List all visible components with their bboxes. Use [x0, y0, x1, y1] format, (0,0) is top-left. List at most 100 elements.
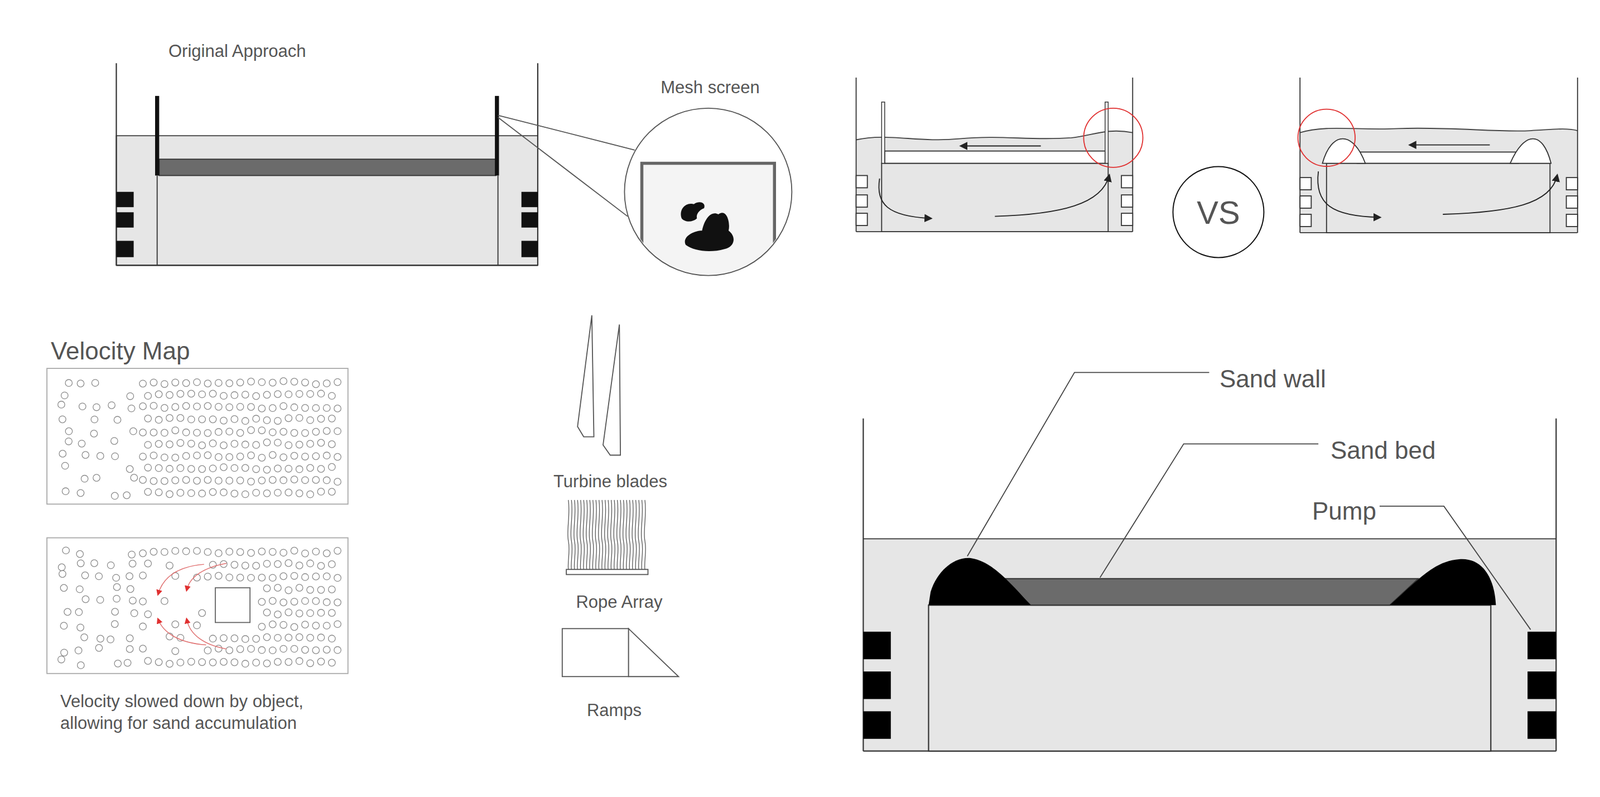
flow-particle — [161, 477, 168, 485]
turbine-blade — [603, 324, 621, 455]
flow-particle — [126, 392, 134, 400]
flow-particle — [76, 550, 84, 557]
flow-particle — [285, 390, 292, 398]
flow-particle — [258, 378, 265, 386]
rope — [589, 499, 591, 570]
flow-particle — [225, 573, 233, 581]
sand-band — [884, 151, 1106, 164]
sand-wall — [1389, 558, 1496, 605]
flow-particle — [317, 465, 325, 472]
flow-particle — [263, 584, 271, 592]
flow-particle — [215, 403, 223, 411]
flow-particle — [301, 597, 309, 605]
flow-particle — [328, 488, 336, 495]
tank-wall — [537, 63, 539, 265]
flow-particle — [295, 414, 303, 422]
label-text: Pump — [1312, 496, 1377, 527]
flow-particle — [230, 658, 238, 665]
leader-line — [967, 372, 1209, 556]
flow-particle — [171, 378, 179, 386]
flow-particle — [76, 559, 84, 567]
flow-particle — [81, 571, 89, 579]
flow-particle — [182, 476, 190, 484]
flow-particle — [280, 402, 287, 409]
pump — [116, 191, 134, 207]
pump — [863, 671, 891, 699]
flow-particle — [93, 474, 100, 481]
flow-particle — [236, 548, 244, 556]
rope — [634, 499, 636, 570]
mesh-post — [155, 95, 159, 176]
flow-particle — [247, 644, 255, 652]
flow-particle — [258, 547, 265, 555]
flow-particle — [95, 572, 103, 580]
flow-particle — [317, 389, 325, 397]
flow-particle — [78, 440, 85, 447]
flow-particle — [171, 476, 179, 484]
flow-arrow — [1317, 171, 1380, 218]
flow-particle — [306, 586, 314, 594]
flow-particle — [188, 389, 195, 397]
flow-particle — [280, 453, 287, 461]
flow-particle — [280, 476, 287, 484]
flow-particle — [161, 404, 168, 412]
flow-particle — [323, 622, 330, 629]
flow-particle — [155, 488, 162, 496]
flow-particle — [285, 658, 292, 665]
pump — [1527, 671, 1556, 699]
flow-particle — [295, 657, 303, 664]
highlight-circle — [1083, 108, 1143, 168]
flow-particle — [220, 392, 228, 399]
flow-particle — [247, 426, 255, 433]
water — [856, 131, 1134, 232]
flow-particle — [301, 620, 309, 628]
flow-particle — [75, 608, 83, 615]
flow-particle — [144, 610, 152, 618]
flow-particle — [285, 586, 292, 594]
flow-particle — [334, 427, 341, 435]
flow-particle — [323, 646, 330, 653]
flow-particle — [290, 623, 298, 630]
flow-particle — [269, 574, 277, 581]
flow-particle — [241, 391, 249, 398]
flow-particle — [215, 453, 223, 461]
flow-particle — [166, 440, 173, 448]
flow-particle — [295, 390, 303, 398]
flow-particle — [111, 492, 119, 499]
flow-particle — [65, 379, 72, 387]
velocity-panel — [46, 537, 349, 674]
flow-particle — [323, 451, 330, 459]
flow-particles — [58, 377, 342, 669]
rope — [604, 499, 606, 570]
flow-particle — [193, 621, 201, 629]
flow-particle — [258, 646, 265, 653]
rope-base — [566, 569, 648, 575]
flow-particle — [323, 549, 330, 557]
flow-particle — [215, 549, 223, 557]
flow-particle — [215, 379, 223, 387]
tank-wall — [115, 63, 117, 265]
leader-line — [1100, 443, 1319, 578]
flow-particle — [334, 620, 341, 628]
flow-particle — [80, 474, 88, 482]
vs-circle: VS — [1171, 165, 1266, 259]
flow-particle — [225, 646, 233, 654]
flow-particle — [80, 633, 88, 641]
flow-particle — [290, 378, 298, 385]
flow-particle — [269, 476, 277, 484]
label-text: Ramps — [586, 699, 642, 721]
flow-particle — [290, 546, 298, 554]
flow-particle — [247, 377, 255, 385]
flow-particle — [204, 402, 211, 409]
rope — [576, 499, 578, 570]
node-text: VS — [1196, 193, 1240, 231]
flow-particle — [252, 658, 260, 666]
circle-shape — [1173, 166, 1265, 258]
flow-particle — [274, 560, 282, 567]
flow-particle — [317, 439, 325, 446]
flow-particle — [274, 610, 282, 618]
flow-particle — [323, 379, 330, 387]
flow-particle — [301, 476, 309, 484]
flow-particle — [241, 440, 249, 448]
flow-particle — [274, 634, 282, 642]
